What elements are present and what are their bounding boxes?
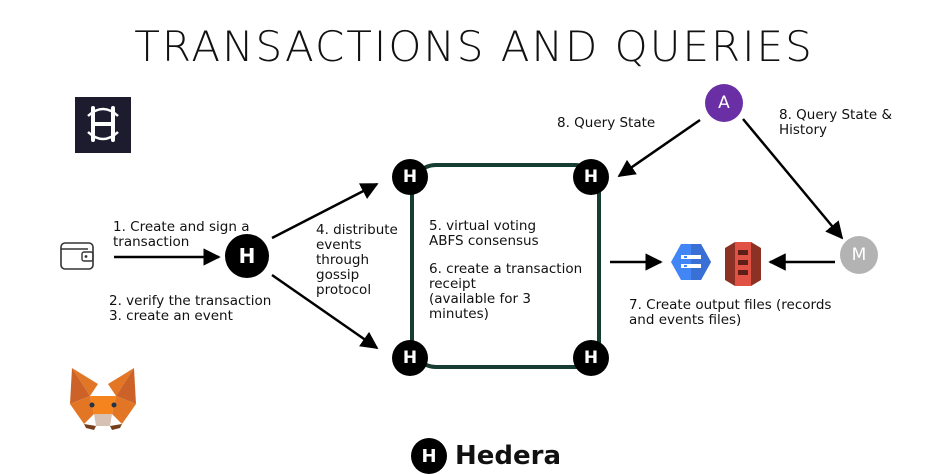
wallet-icon [60,242,94,270]
hedera-brand: H Hedera [411,438,561,474]
mirror-node-m: M [840,236,878,274]
label-query-state-history: 8. Query State & History [779,107,893,138]
arrow-node-to-top-node [271,182,379,240]
arrow-node-to-bottom-node [271,273,379,350]
label-receipt: 6. create a transaction receipt (availab… [429,261,583,322]
label-query-state: 8. Query State [557,115,656,131]
network-node-top-left: H [392,159,428,195]
network-node-bottom-left: H [392,340,428,376]
app-node-a: A [705,84,743,122]
amazon-s3-icon [725,242,761,286]
arrow-app-to-mirror [742,118,844,240]
page-title: TRANSACTIONS AND QUERIES [134,22,814,71]
metamask-fox-logo [70,368,136,430]
submitting-node: H [225,234,269,278]
connector-layer [60,97,844,430]
label-create-sign: 1. Create and sign a transaction [113,219,250,250]
network-node-bottom-right: H [573,340,609,376]
network-node-top-right: H [573,159,609,195]
label-verify-create: 2. verify the transaction 3. create an e… [109,293,272,324]
label-distribute: 4. distribute events through gossip prot… [316,222,398,298]
label-output-files: 7. Create output files (records and even… [629,297,832,328]
hedera-brand-name: Hedera [455,441,562,471]
hedera-network-box [410,163,601,369]
hedera-logo-mark: H [411,438,447,474]
label-voting: 5. virtual voting ABFS consensus [429,218,539,249]
hashpack-logo [75,97,131,153]
diagram-canvas: TRANSACTIONS AND QUERIES [60,22,893,474]
arrow-app-to-network [617,118,701,178]
google-cloud-storage-icon [671,244,711,280]
